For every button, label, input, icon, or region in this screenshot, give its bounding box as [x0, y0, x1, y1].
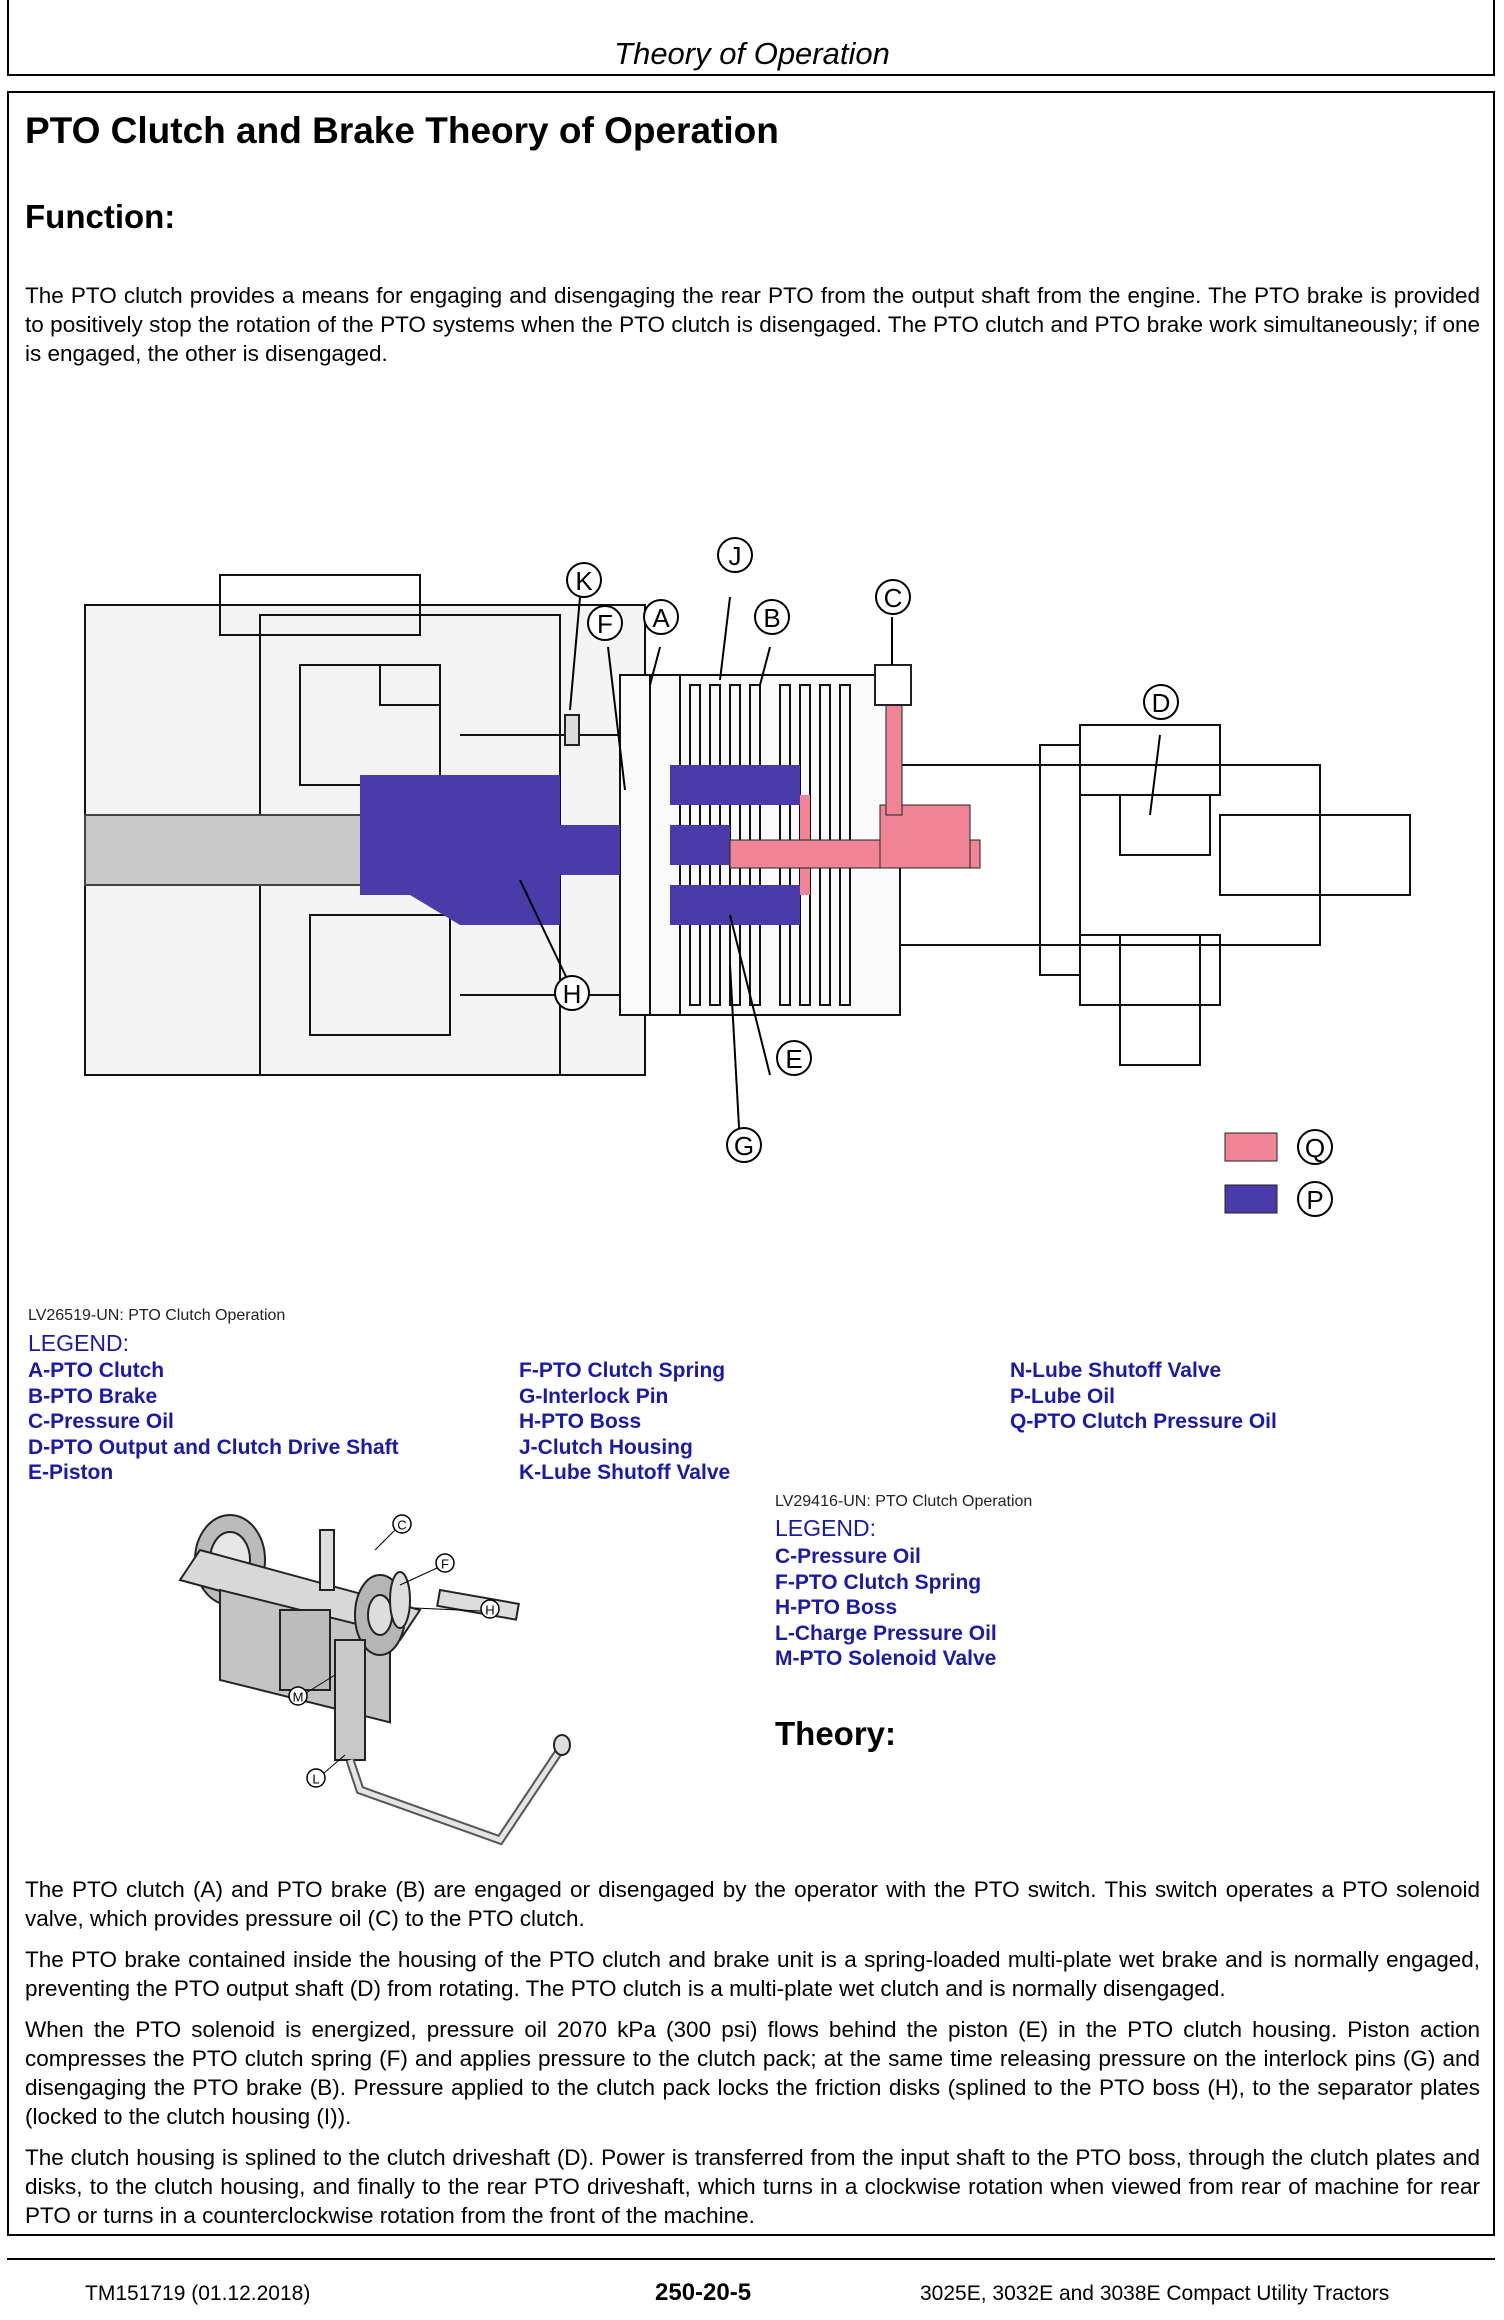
key-label-p: P	[1297, 1181, 1333, 1217]
legend-item: N-Lube Shutoff Valve	[1010, 1359, 1222, 1382]
footer-doc-id: TM151719 (01.12.2018)	[85, 2282, 311, 2305]
theory-paragraph-3: When the PTO solenoid is energized, pres…	[25, 2017, 1480, 2129]
svg-text:J: J	[729, 541, 742, 571]
svg-text:M: M	[293, 1690, 304, 1705]
svg-text:B: B	[763, 603, 780, 633]
legend-item: C-Pressure Oil	[28, 1410, 174, 1433]
svg-text:G: G	[734, 1131, 754, 1161]
figure1-legend-col2: F-PTO Clutch Spring G-Interlock Pin H-PT…	[519, 1358, 730, 1486]
pto-clutch-cross-section-figure: K J F A B C D H E G Q P	[84, 537, 1411, 1217]
lube-core	[670, 825, 730, 865]
callout-b: B	[754, 599, 790, 635]
legend-item: F-PTO Clutch Spring	[519, 1359, 726, 1382]
content-frame	[7, 91, 1495, 2236]
pto-valve-assembly-figure: C F H M L	[178, 1514, 571, 1846]
legend-item: E-Piston	[28, 1461, 114, 1484]
legend-item: F-PTO Clutch Spring	[775, 1570, 982, 1594]
fig2-callout-l: L	[306, 1768, 326, 1788]
svg-text:C: C	[884, 583, 903, 613]
figure2-caption: LV29416-UN: PTO Clutch Operation	[775, 1493, 1033, 1510]
footer-divider	[7, 2258, 1495, 2260]
callout-g: G	[726, 1127, 762, 1163]
figure2-legend: C-Pressure Oil F-PTO Clutch Spring H-PTO…	[775, 1544, 997, 1672]
callout-d: D	[1143, 684, 1179, 720]
callout-e: E	[776, 1040, 812, 1076]
legend-item: Q-PTO Clutch Pressure Oil	[1010, 1410, 1277, 1433]
figure1-caption: LV26519-UN: PTO Clutch Operation	[28, 1307, 286, 1324]
header-title: Theory of Operation	[614, 36, 890, 71]
figure1-legend-col1: A-PTO Clutch B-PTO Brake C-Pressure Oil …	[28, 1358, 399, 1486]
legend-item: P-Lube Oil	[1010, 1384, 1115, 1408]
clutch-spring-lube-upper	[670, 765, 800, 805]
legend-item: K-Lube Shutoff Valve	[519, 1461, 731, 1484]
theory-paragraph-2: The PTO brake contained inside the housi…	[25, 1947, 1480, 2001]
svg-text:F: F	[597, 609, 613, 639]
legend-item: M-PTO Solenoid Valve	[775, 1647, 997, 1670]
figure1-legend-title: LEGEND:	[28, 1330, 129, 1356]
svg-text:A: A	[652, 603, 670, 633]
fig2-callout-f: F	[435, 1553, 455, 1573]
legend-item: L-Charge Pressure Oil	[775, 1621, 997, 1645]
legend-item: H-PTO Boss	[519, 1410, 642, 1433]
figure1-legend-col3: N-Lube Shutoff Valve P-Lube Oil Q-PTO Cl…	[1010, 1358, 1277, 1435]
callout-j: J	[717, 537, 753, 573]
theory-paragraph-4: The clutch housing is splined to the clu…	[25, 2145, 1480, 2228]
figure2-legend-title: LEGEND:	[775, 1515, 876, 1541]
legend-item: J-Clutch Housing	[519, 1435, 693, 1459]
svg-text:C: C	[397, 1518, 406, 1533]
legend-item: D-PTO Output and Clutch Drive Shaft	[28, 1435, 399, 1459]
fig2-callout-m: M	[288, 1686, 308, 1706]
callout-k: K	[566, 562, 602, 598]
fig2-callout-h: H	[480, 1599, 500, 1619]
function-heading: Function:	[25, 198, 176, 235]
callout-f: F	[587, 605, 623, 641]
header-box	[7, 0, 1495, 76]
page-title: PTO Clutch and Brake Theory of Operation	[25, 110, 779, 151]
footer-product: 3025E, 3032E and 3038E Compact Utility T…	[920, 2282, 1390, 2305]
key-swatch-q	[1224, 1132, 1278, 1162]
clutch-spring-lube-lower	[670, 885, 800, 925]
svg-text:K: K	[575, 566, 593, 596]
legend-item: H-PTO Boss	[775, 1596, 898, 1619]
legend-item: G-Interlock Pin	[519, 1384, 669, 1408]
callout-c: C	[875, 579, 911, 615]
function-text: The PTO clutch provides a means for enga…	[25, 283, 1480, 366]
svg-text:P: P	[1306, 1185, 1323, 1215]
legend-item: A-PTO Clutch	[28, 1359, 165, 1382]
svg-text:F: F	[441, 1557, 449, 1572]
svg-text:L: L	[312, 1772, 319, 1787]
fig2-callout-c: C	[392, 1514, 412, 1534]
svg-text:H: H	[563, 979, 582, 1009]
svg-text:Q: Q	[1305, 1133, 1325, 1163]
callout-h: H	[554, 975, 590, 1011]
legend-item: C-Pressure Oil	[775, 1545, 921, 1568]
svg-text:D: D	[1152, 688, 1171, 718]
pto-boss-lube-oil	[360, 775, 620, 925]
theory-paragraph-1: The PTO clutch (A) and PTO brake (B) are…	[25, 1877, 1480, 1931]
legend-item: B-PTO Brake	[28, 1384, 158, 1408]
key-label-q: Q	[1297, 1129, 1333, 1165]
footer-page-number: 250-20-5	[655, 2279, 752, 2306]
key-swatch-p	[1224, 1184, 1278, 1214]
svg-text:H: H	[485, 1603, 494, 1618]
svg-text:E: E	[785, 1044, 802, 1074]
callout-a: A	[643, 599, 679, 635]
theory-heading: Theory:	[775, 1715, 897, 1752]
